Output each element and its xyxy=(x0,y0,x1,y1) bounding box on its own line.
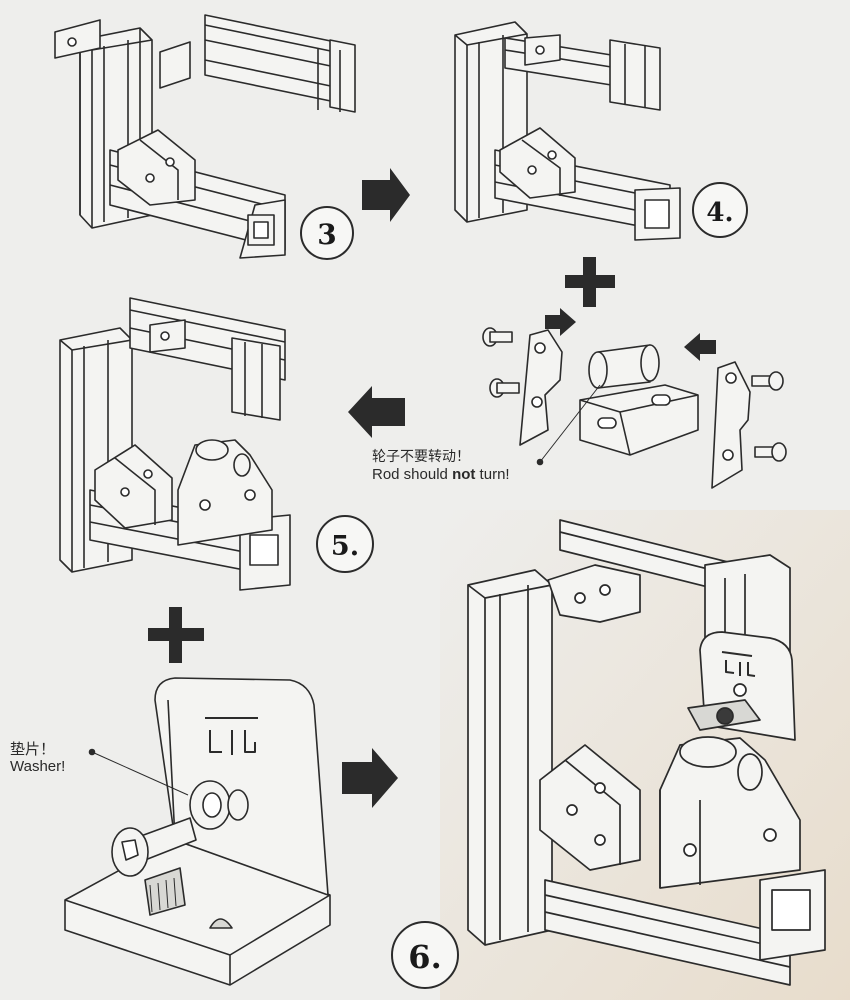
step-6-badge: 6. xyxy=(391,921,459,989)
step-4-drawing xyxy=(454,21,681,241)
screw-icon xyxy=(751,371,784,391)
logo-mark-icon xyxy=(205,717,258,755)
step-3-number: 3 xyxy=(317,218,336,251)
screw-icon xyxy=(489,378,520,398)
arrow-right-icon xyxy=(342,748,398,808)
step-4-badge: 4. xyxy=(692,182,748,238)
arrow-right-icon xyxy=(545,308,576,336)
arrow-right-icon xyxy=(362,168,410,222)
rod-note-en-start: Rod should xyxy=(372,466,453,483)
rod-note-en-bold: not xyxy=(452,466,476,483)
logo-mark-icon xyxy=(721,651,756,677)
step-4-number: 4. xyxy=(706,198,733,228)
washer-note-en: Washer! xyxy=(10,758,66,775)
step-5-badge: 5. xyxy=(316,515,374,573)
screw-icon xyxy=(754,442,787,462)
plus-icon xyxy=(565,257,615,307)
rod-note-cn: 轮子不要转动！ xyxy=(372,449,470,465)
step-5-number: 5. xyxy=(331,531,359,562)
step-6-number: 6. xyxy=(408,938,441,976)
arrow-left-icon xyxy=(684,333,716,361)
screw-icon xyxy=(482,327,513,347)
rod-note-en: Rod should not turn! xyxy=(372,466,510,484)
step-5-drawing xyxy=(59,297,291,591)
step-3-badge: 3 xyxy=(300,206,354,260)
rod-note-en-end: turn! xyxy=(475,466,510,483)
hinge-parts-drawing xyxy=(482,327,787,489)
arrow-left-icon xyxy=(348,386,405,438)
washer-note-cn: 垫片！ xyxy=(10,740,56,758)
step-3-drawing xyxy=(54,14,356,259)
plus-icon xyxy=(148,607,204,663)
bracket-drawing xyxy=(64,677,331,986)
step-6-drawing xyxy=(467,519,826,986)
